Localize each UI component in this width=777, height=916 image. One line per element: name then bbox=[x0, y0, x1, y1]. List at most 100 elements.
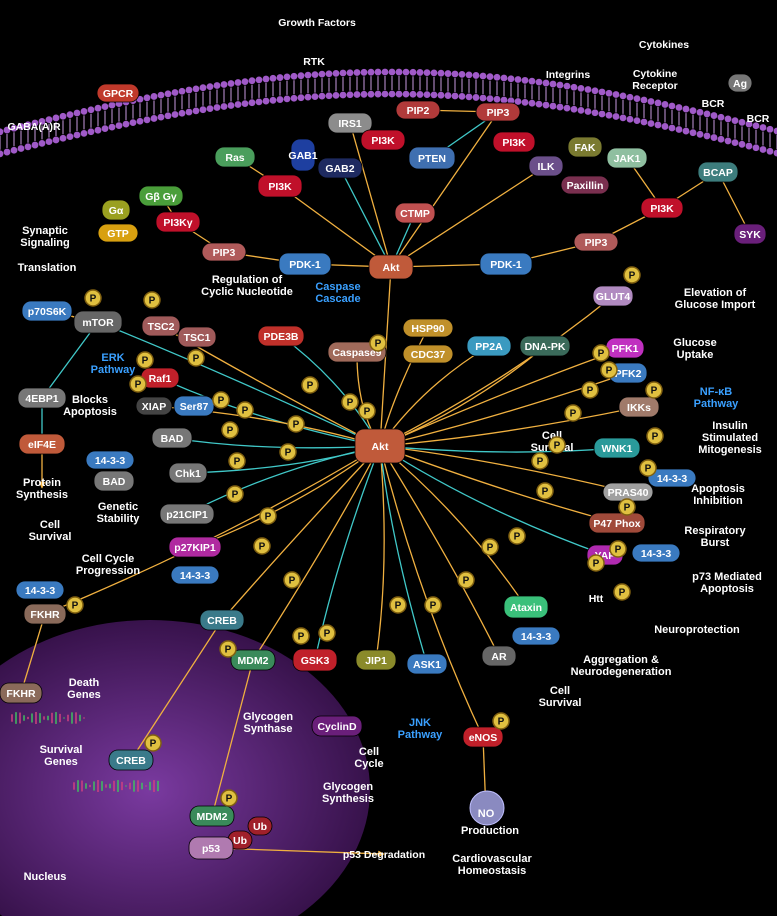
phospho-label: P bbox=[542, 487, 549, 498]
node-shape-gab2 bbox=[317, 157, 363, 179]
phospho-badge: P bbox=[226, 485, 244, 503]
node-pras40: PRAS40 bbox=[602, 482, 654, 502]
node-label-pp2a: PP2A bbox=[475, 341, 503, 353]
label-t_glycsynthesis: Synthesis bbox=[322, 793, 374, 805]
node-label-mdm2_up: MDM2 bbox=[238, 655, 269, 667]
node-shape-pi3kg bbox=[155, 211, 201, 233]
node-label-pras40: PRAS40 bbox=[608, 487, 649, 499]
node-growth: Growth Factors bbox=[278, 17, 356, 29]
node-label-mdm2_dn: MDM2 bbox=[197, 811, 228, 823]
node-label-bad_dn: BAD bbox=[103, 476, 126, 488]
node-label-syk: SYK bbox=[739, 229, 761, 241]
phospho-label: P bbox=[225, 645, 232, 656]
phospho-badge: P bbox=[609, 540, 627, 558]
phospho-label: P bbox=[624, 503, 631, 514]
label-t_erk: Pathway bbox=[91, 364, 137, 376]
node-tsc1: TSC1 bbox=[177, 326, 217, 348]
phospho-label: P bbox=[598, 349, 605, 360]
label-t_protsynth: Protein bbox=[23, 477, 61, 489]
node-shape-creb_up bbox=[199, 609, 245, 631]
label-t_p73: p73 Mediated bbox=[692, 571, 762, 583]
phospho-label: P bbox=[570, 409, 577, 420]
phospho-label: P bbox=[619, 588, 626, 599]
node-label-gsk3: GSK3 bbox=[301, 655, 330, 667]
phospho-badge: P bbox=[279, 443, 297, 461]
node-creb_dn: CREB bbox=[108, 749, 154, 771]
phospho-label: P bbox=[364, 407, 371, 418]
label-t_glycsynthesis: Glycogen bbox=[323, 781, 373, 793]
node-label-pi3k_left: PI3K bbox=[268, 181, 292, 193]
phospho-label: P bbox=[587, 386, 594, 397]
node-shape-galpha bbox=[101, 199, 131, 221]
node-label-ser87: Ser87 bbox=[180, 401, 209, 413]
dna-helix-fkhr bbox=[11, 712, 85, 724]
label-t_noprod: Production bbox=[461, 825, 519, 837]
node-shape-mdm2_dn bbox=[189, 805, 235, 827]
node-shape-1433_f bbox=[511, 626, 561, 646]
label-t_translation: Translation bbox=[18, 262, 77, 274]
node-shape-syk bbox=[733, 223, 767, 245]
node-cdc37: CDC37 bbox=[402, 344, 454, 364]
label-t_blocksapop: Blocks bbox=[72, 394, 108, 406]
node-label-4ebp1: 4EBP1 bbox=[25, 393, 58, 405]
phospho-label: P bbox=[265, 512, 272, 523]
node-label-jak1: JAK1 bbox=[614, 153, 641, 165]
node-p70s6k: p70S6K bbox=[21, 300, 73, 322]
label-t_aggreg: Neurodegeneration bbox=[571, 666, 672, 678]
phospho-badge: P bbox=[219, 640, 237, 658]
phospho-label: P bbox=[324, 629, 331, 640]
label-t_cardio: Homeostasis bbox=[458, 865, 526, 877]
node-shape-pip3_l bbox=[201, 242, 247, 262]
node-label-bcr2: BCR bbox=[747, 113, 770, 125]
node-shape-ilk bbox=[528, 155, 564, 177]
node-shape-eNOS bbox=[462, 726, 504, 748]
label-t_respburst: Burst bbox=[701, 537, 730, 549]
node-shape-fak bbox=[567, 136, 603, 158]
node-shape-p27 bbox=[168, 536, 222, 558]
node-label-pi3kg: PI3Kγ bbox=[163, 217, 192, 229]
node-shape-glut4 bbox=[592, 285, 634, 307]
phospho-label: P bbox=[242, 406, 249, 417]
phospho-badge: P bbox=[587, 554, 605, 572]
phospho-label: P bbox=[285, 448, 292, 459]
nucleus-region bbox=[0, 620, 370, 916]
phospho-label: P bbox=[347, 398, 354, 409]
node-label-fkhr_dn: FKHR bbox=[6, 688, 36, 700]
node-shape-wnk1 bbox=[593, 437, 641, 459]
node-label-ub2: Ub bbox=[233, 835, 247, 847]
label-t_jnk: Pathway bbox=[398, 729, 444, 741]
node-shape-dnapk bbox=[519, 335, 571, 357]
node-label-eif4e: eIF4E bbox=[28, 439, 56, 451]
label-t_synaptic: Signaling bbox=[20, 237, 70, 249]
node-1433_b: 14-3-3 bbox=[647, 468, 697, 488]
node-label-pfk2: PFK2 bbox=[615, 368, 642, 380]
node-shape-gpcr bbox=[96, 83, 140, 103]
node-shape-mtor bbox=[73, 310, 123, 334]
label-t_no: NO bbox=[478, 808, 495, 820]
cell-membrane bbox=[0, 68, 777, 158]
node-label-pip3_r: PIP3 bbox=[585, 237, 608, 249]
phospho-badge: P bbox=[600, 361, 618, 379]
node-gbeta: Gβ Gγ bbox=[138, 185, 184, 207]
phospho-label: P bbox=[142, 356, 149, 367]
node-label-cdc37: CDC37 bbox=[411, 349, 446, 361]
node-pip3top: PIP3 bbox=[475, 102, 521, 122]
node-label-1433_a: 14-3-3 bbox=[95, 455, 126, 467]
phospho-label: P bbox=[629, 271, 636, 282]
node-shape-cdc37 bbox=[402, 344, 454, 364]
node-pip3_l: PIP3 bbox=[201, 242, 247, 262]
node-label-ub1: Ub bbox=[253, 821, 267, 833]
phospho-badge: P bbox=[212, 391, 230, 409]
node-pi3k_rr: PI3K bbox=[640, 197, 684, 219]
node-shape-xiap bbox=[135, 396, 173, 416]
node-bad_dn: BAD bbox=[93, 470, 135, 492]
label-t_cellcycprog: Cell Cycle bbox=[82, 553, 135, 565]
phospho-badge: P bbox=[259, 507, 277, 525]
phospho-label: P bbox=[135, 380, 142, 391]
node-label-akt_top: Akt bbox=[383, 262, 400, 274]
phospho-label: P bbox=[298, 632, 305, 643]
node-label-gpcr: GPCR bbox=[103, 88, 134, 100]
node-label-ask1: ASK1 bbox=[413, 659, 441, 671]
node-shape-pi3k_r bbox=[492, 131, 536, 153]
